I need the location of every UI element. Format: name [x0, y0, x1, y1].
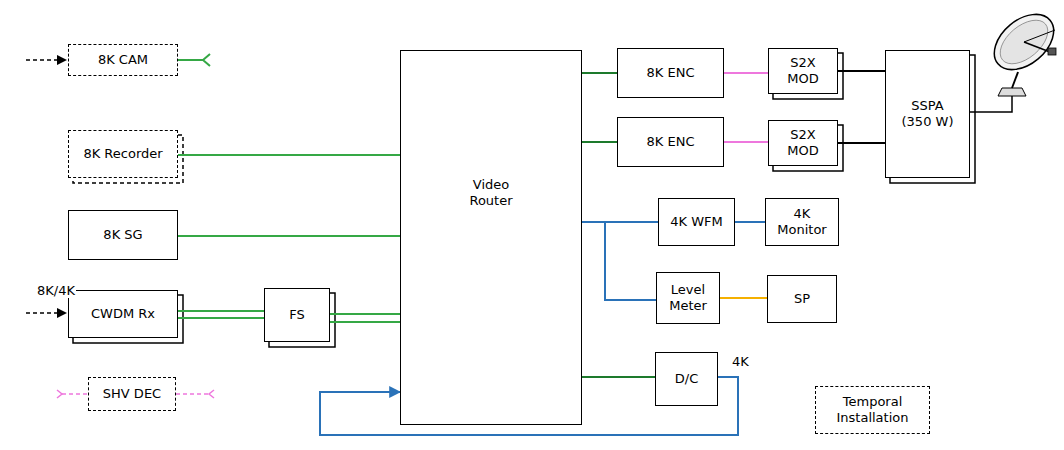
- converter-box: D/C: [655, 352, 718, 406]
- node-label: D/C: [675, 371, 698, 387]
- decoder-wire: [176, 393, 208, 395]
- node-label: 4K WFM: [670, 214, 722, 230]
- signal-connector: [582, 72, 617, 74]
- node-label: Temporal Installation: [823, 394, 923, 427]
- node-label: S2X MOD: [781, 127, 825, 160]
- signal-connector: [735, 221, 765, 223]
- signal-connector: [178, 310, 264, 312]
- input-arrow: [26, 312, 66, 314]
- signal-connector: [838, 142, 885, 144]
- connector-symbol: [57, 390, 62, 398]
- antenna-icon: [984, 3, 1064, 96]
- node-label: SHV DEC: [103, 386, 161, 402]
- signal-label: 8K/4K: [36, 283, 76, 298]
- modulator-box: S2X MOD: [768, 120, 838, 166]
- signal-connector: [330, 321, 400, 323]
- signal-connector: [178, 317, 264, 319]
- decoder-wire: [62, 393, 88, 395]
- node-label: 8K CAM: [98, 52, 148, 68]
- device-box: 8K Recorder: [68, 130, 178, 178]
- node-label: 8K SG: [103, 227, 142, 243]
- node-label: Level Meter: [662, 282, 714, 315]
- device-box: FS: [264, 288, 330, 342]
- device-box: SP: [767, 275, 837, 323]
- device-box: 8K SG: [68, 210, 178, 260]
- node-label: SSPA (350 W): [897, 98, 959, 131]
- input-arrow: [26, 59, 66, 61]
- node-label: 8K Recorder: [83, 146, 162, 162]
- node-label: FS: [289, 307, 305, 323]
- signal-connector: [582, 376, 655, 378]
- encoder-box: 8K ENC: [617, 48, 724, 98]
- connector-symbol: [203, 54, 210, 66]
- node-label: SP: [794, 291, 810, 307]
- signal-connector: [838, 70, 885, 72]
- device-box: CWDM Rx: [68, 290, 178, 338]
- router-box: Video Router: [400, 50, 582, 425]
- node-label: Video Router: [456, 177, 526, 210]
- camera-wire: [178, 59, 203, 61]
- legend-box: Temporal Installation: [815, 386, 930, 434]
- device-box: 4K Monitor: [765, 198, 839, 246]
- device-box: Level Meter: [656, 272, 720, 324]
- device-box: 4K WFM: [658, 198, 735, 246]
- antenna-feed-line: [970, 96, 1012, 112]
- node-label: CWDM Rx: [91, 306, 155, 322]
- signal-connector: [724, 72, 768, 74]
- signal-connector: [582, 222, 656, 300]
- amplifier-box: SSPA (350 W): [885, 50, 970, 178]
- node-label: 8K ENC: [647, 134, 695, 150]
- signal-connector: [582, 141, 617, 143]
- signal-connector: [330, 313, 400, 315]
- device-box: 8K CAM: [68, 44, 178, 76]
- signal-connector: [178, 235, 400, 237]
- modulator-box: S2X MOD: [768, 48, 838, 94]
- signal-connector: [724, 141, 768, 143]
- connector-symbol: [209, 390, 214, 398]
- device-box: SHV DEC: [88, 377, 176, 411]
- node-label: 4K Monitor: [771, 206, 833, 239]
- encoder-box: 8K ENC: [617, 117, 724, 167]
- node-label: S2X MOD: [781, 55, 825, 88]
- signal-connector: [178, 154, 400, 156]
- node-label: 8K ENC: [647, 65, 695, 81]
- signal-connector: [720, 297, 767, 299]
- signal-label: 4K: [731, 354, 750, 369]
